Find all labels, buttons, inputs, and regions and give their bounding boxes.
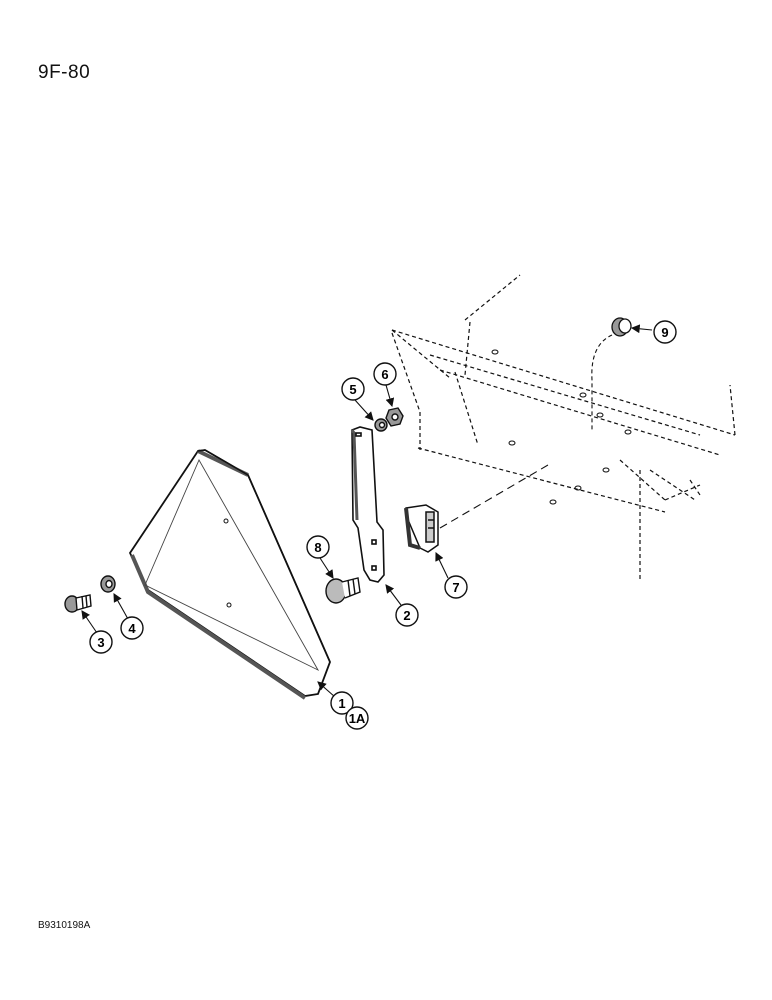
callout-5: 5	[341, 377, 365, 401]
nut-9-leader	[591, 334, 613, 430]
clip-7	[404, 504, 439, 553]
svg-text:4: 4	[128, 621, 136, 636]
hex-nut-6	[385, 407, 404, 427]
lock-washer-5	[374, 418, 388, 432]
svg-text:5: 5	[349, 382, 356, 397]
smv-reflector-emblem	[128, 449, 331, 700]
figure-code: B9310198A	[38, 920, 91, 931]
page-label: 9F-80	[38, 62, 91, 83]
callout-9: 9	[653, 320, 677, 344]
callout-1a: 1A	[345, 706, 369, 730]
callout-leaders	[81, 324, 653, 698]
callout-7: 7	[444, 575, 468, 599]
callout-6: 6	[373, 362, 397, 386]
svg-text:1A: 1A	[349, 711, 366, 726]
callout-1: 1	[330, 691, 354, 715]
callout-8: 8	[306, 535, 330, 559]
svg-text:3: 3	[97, 635, 104, 650]
nut-9	[611, 317, 632, 337]
clip-alignment-line	[439, 464, 549, 529]
washer-4	[100, 575, 116, 593]
svg-text:2: 2	[403, 608, 410, 623]
screw-3	[64, 594, 92, 613]
svg-text:8: 8	[314, 540, 321, 555]
svg-text:1: 1	[338, 696, 345, 711]
callout-4: 4	[120, 616, 144, 640]
svg-text:9: 9	[661, 325, 668, 340]
frame-holes	[491, 349, 632, 505]
svg-text:7: 7	[452, 580, 459, 595]
callout-2: 2	[395, 603, 419, 627]
mounting-frame	[391, 274, 736, 580]
svg-text:6: 6	[381, 367, 388, 382]
mounting-bracket-2	[350, 426, 385, 583]
callout-3: 3	[89, 630, 113, 654]
carriage-bolt-8	[325, 577, 361, 604]
